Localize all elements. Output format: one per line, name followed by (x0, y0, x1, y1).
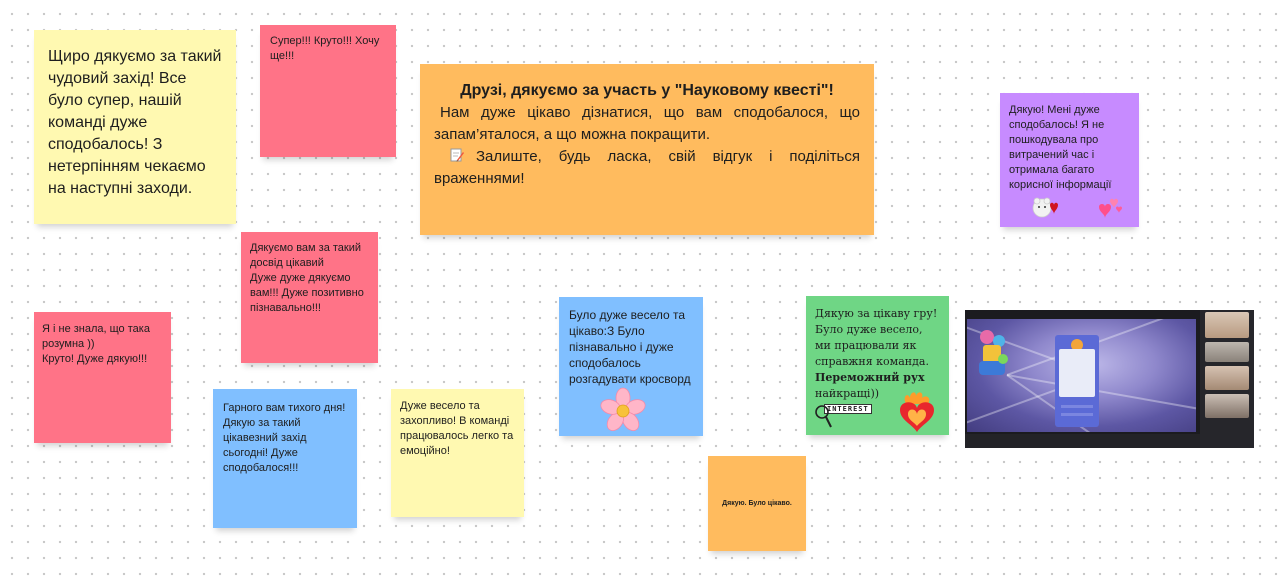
sticky-note-crossword[interactable]: Було дуже весело та цікаво:З Було пізнав… (559, 297, 703, 436)
character-figure (979, 330, 1008, 375)
meeting-screenshot[interactable] (965, 310, 1254, 448)
note-text: Дуже весело та захопливо! В команді прац… (400, 400, 514, 457)
question-card (1055, 335, 1099, 427)
note-text: Було дуже весело та цікаво:З Було пізнав… (569, 308, 691, 386)
sticky-note-short[interactable]: Дякую. Було цікаво. (708, 456, 806, 551)
meeting-toolbar (965, 434, 1254, 448)
interest-label: INTEREST (824, 404, 872, 414)
announcement-title: Друзі, дякуємо за участь у "Науковому кв… (460, 82, 834, 99)
interest-sticker: INTEREST (814, 402, 876, 432)
participant-video (1205, 366, 1249, 390)
bear-icon (1032, 197, 1058, 218)
hearts-icon (1099, 198, 1122, 218)
note-text: Гарного вам тихого дня! Дякую за такий ц… (223, 402, 346, 474)
sticky-note-smart[interactable]: Я і не знала, що така розумна )) Круто! … (34, 312, 171, 443)
participant-video (1205, 312, 1249, 338)
announcement-call-to-action: Залиште, будь ласка, свій відгук і поділ… (434, 146, 860, 190)
note-text: Дякуємо вам за такий досвід цікавий Дуже… (250, 242, 364, 314)
sticky-note-super[interactable]: Супер!!! Круто!!! Хочу ще!!! (260, 25, 396, 157)
announcement-cta-text: Залиште, будь ласка, свій відгук і поділ… (434, 148, 860, 187)
note-text-bold: Переможний рух (815, 371, 925, 384)
sticker-row (1000, 195, 1139, 221)
sticky-note-thanks-event[interactable]: Щиро дякуємо за такий чудовий захід! Все… (34, 30, 236, 224)
note-text: Дякую за цікаву гру! Було дуже весело, м… (815, 306, 940, 402)
sticky-note-main-announcement[interactable]: Друзі, дякуємо за участь у "Науковому кв… (420, 64, 874, 235)
note-text-part2: найкращі)) (815, 387, 880, 400)
memo-icon (450, 147, 464, 162)
note-text: Щиро дякуємо за такий чудовий захід! Все… (48, 48, 222, 197)
sticky-note-experience[interactable]: Дякуємо вам за такий досвід цікавий Дуже… (241, 232, 378, 363)
announcement-body: Нам дуже цікаво дізнатися, що вам сподоб… (434, 104, 860, 143)
note-text: Супер!!! Круто!!! Хочу ще!!! (270, 35, 380, 62)
note-text: Я і не знала, що така розумна )) Круто! … (42, 323, 150, 365)
note-text: Дякую. Було цікаво. (722, 500, 792, 507)
note-text: Дякую! Мені дуже сподобалось! Я не пошко… (1009, 104, 1112, 191)
participant-video (1205, 342, 1249, 362)
magnifier-icon (815, 405, 832, 428)
sticky-note-fun-team[interactable]: Дуже весело та захопливо! В команді прац… (391, 389, 524, 517)
sticky-note-purple[interactable]: Дякую! Мені дуже сподобалось! Я не пошко… (1000, 93, 1139, 227)
note-text-part1: Дякую за цікаву гру! Було дуже весело, м… (815, 307, 938, 368)
sticky-note-game[interactable]: Дякую за цікаву гру! Було дуже весело, м… (806, 296, 949, 435)
heart-fire-icon (900, 392, 934, 432)
flower-icon (600, 387, 646, 431)
shared-screen (967, 319, 1196, 432)
sticky-note-quiet-day[interactable]: Гарного вам тихого дня! Дякую за такий ц… (213, 389, 357, 528)
participant-video (1205, 394, 1249, 418)
